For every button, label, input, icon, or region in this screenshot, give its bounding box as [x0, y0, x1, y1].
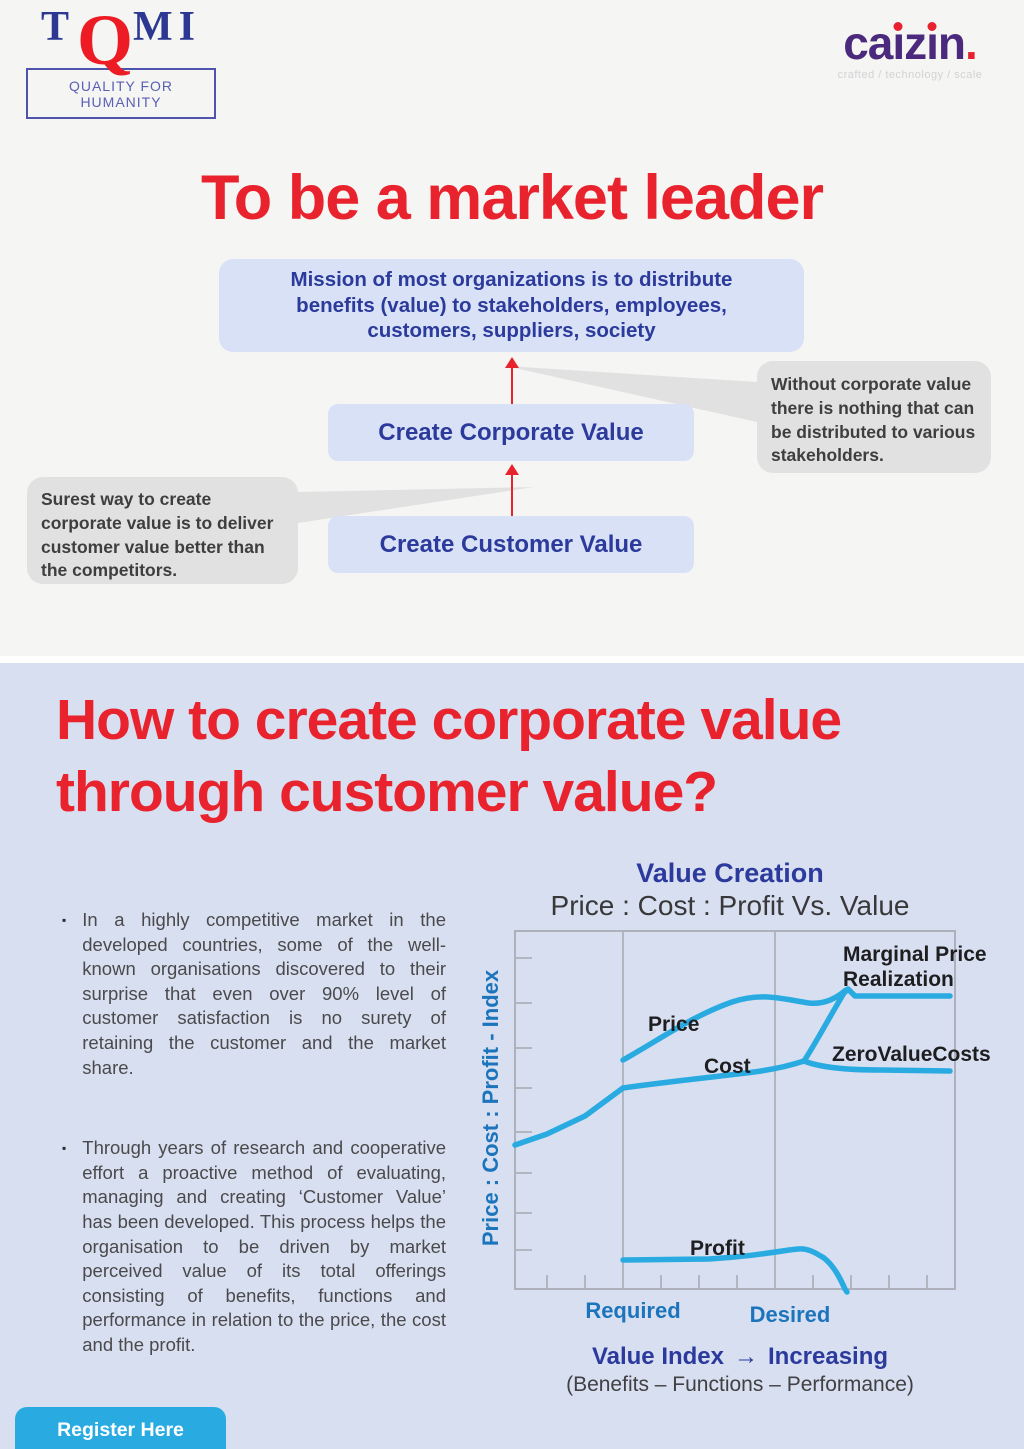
arrow-stem: [510, 475, 514, 516]
chart-canvas: Price Cost Marginal Price Realization Ze…: [512, 930, 991, 1295]
value-creation-chart: Price Cost Marginal Price Realization Ze…: [512, 930, 991, 1295]
tqmi-letter-q: Q: [77, 0, 134, 80]
list-item: ▪ Through years of research and cooperat…: [62, 1136, 446, 1357]
bullet-text: In a highly competitive market in the de…: [82, 909, 446, 1078]
chart-y-axis-label: Price : Cost : Profit - Index: [478, 969, 503, 1247]
benefits-caption: (Benefits – Functions – Performance): [566, 1373, 914, 1396]
marginal-price-label-line1: Marginal Price: [843, 943, 987, 966]
arrowhead-icon: [505, 357, 519, 368]
caizin-letter-i1: ı: [892, 17, 905, 69]
register-here-button[interactable]: Register Here: [15, 1407, 226, 1449]
marginal-price-label-line2: Realization: [843, 968, 954, 991]
profit-label: Profit: [690, 1237, 745, 1260]
plot-border: [514, 930, 956, 1290]
caizin-letter-i2: ı: [926, 17, 939, 69]
caizin-letter-n: n: [937, 17, 966, 69]
caizin-logo: caızın. crafted / technology / scale: [810, 20, 1010, 81]
callout-without-corporate-value: Without corporate value there is nothing…: [757, 361, 991, 473]
create-customer-value-box: Create Customer Value: [328, 516, 694, 573]
arrow-stem: [510, 368, 514, 404]
bullet-text: Through years of research and cooperativ…: [82, 1137, 446, 1355]
how-to-section: [0, 663, 1024, 1449]
mission-box: Mission of most organizations is to dist…: [219, 259, 804, 352]
arrow-up-icon: [504, 464, 520, 516]
callout-surest-way: Surest way to create corporate value is …: [27, 477, 298, 584]
zerovaluecosts-label: ZeroValueCosts: [832, 1043, 991, 1066]
bullet-icon: ▪: [62, 1141, 67, 1156]
caizin-letters-ca: ca: [843, 17, 893, 69]
right-arrow-icon: →: [734, 1343, 758, 1370]
price-label: Price: [648, 1013, 699, 1036]
cost-label: Cost: [704, 1055, 751, 1078]
arrow-up-icon: [504, 357, 520, 404]
caizin-wordmark: caızın.: [810, 20, 1010, 66]
section-title: How to create corporate value through cu…: [56, 688, 842, 825]
caizin-letter-z: z: [904, 17, 927, 69]
x-axis-label-required: Required: [585, 1298, 681, 1323]
zerovaluecosts-line: [801, 1058, 953, 1074]
tqmi-tagline: QUALITY FOR HUMANITY: [26, 68, 216, 119]
value-index-caption: Value Index → Increasing: [480, 1343, 1000, 1371]
hero-section: TQMI QUALITY FOR HUMANITY caızın. crafte…: [0, 0, 1024, 656]
x-axis-ticks: [546, 1275, 928, 1288]
arrowhead-icon: [505, 464, 519, 475]
price-line: [620, 987, 849, 1063]
bullet-list: ▪ In a highly competitive market in the …: [62, 908, 446, 1414]
caizin-tagline: crafted / technology / scale: [837, 69, 983, 81]
cost-line: [512, 1058, 807, 1148]
profit-line: [620, 1246, 850, 1295]
chart-title: Value Creation: [636, 858, 824, 888]
page-title: To be a market leader: [200, 163, 824, 233]
tqmi-wordmark: TQMI: [26, 4, 216, 78]
increasing-label: Increasing: [768, 1343, 889, 1370]
x-axis-label-desired: Desired: [749, 1302, 831, 1327]
value-index-label: Value Index: [591, 1343, 724, 1370]
create-corporate-value-box: Create Corporate Value: [328, 404, 694, 461]
bullet-icon: ▪: [62, 913, 67, 927]
tqmi-letter-t: T: [40, 4, 75, 50]
chart-subtitle: Price : Cost : Profit Vs. Value: [550, 890, 910, 921]
tqmi-logo: TQMI QUALITY FOR HUMANITY: [26, 4, 216, 119]
caizin-period: .: [965, 17, 978, 69]
list-item: ▪ In a highly competitive market in the …: [62, 908, 446, 1080]
tqmi-letters-mi: MI: [133, 4, 202, 50]
y-axis-ticks: [516, 957, 532, 1251]
